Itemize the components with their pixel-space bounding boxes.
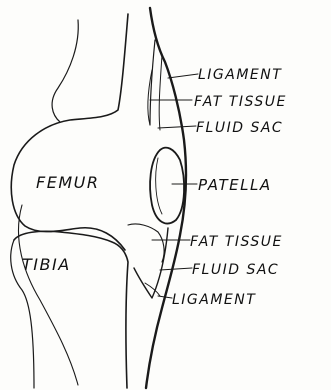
front-skin-line (146, 8, 186, 388)
ligament-top-label: LIGAMENT (198, 67, 282, 83)
fat-tissue-bottom-label: FAT TISSUE (190, 234, 283, 250)
fat-tissue-bottom-shape (128, 224, 164, 262)
ligament-bottom-label: LIGAMENT (172, 292, 256, 308)
thigh-back-outline (52, 20, 78, 122)
fluid-sac-bottom-label: FLUID SAC (192, 262, 279, 278)
fat-tissue-top-label: FAT TISSUE (194, 94, 287, 110)
femur-label: FEMUR (36, 173, 99, 192)
ligament-top-shape (150, 40, 155, 125)
tibia-label: TIBIA (22, 255, 71, 274)
patella-label: PATELLA (198, 176, 272, 194)
ligament-top-shape-inner (159, 55, 162, 130)
femur-outline (11, 14, 128, 250)
fluid-sac-top-label: FLUID SAC (196, 120, 283, 136)
patella-inner (156, 158, 162, 214)
patella-shape (150, 148, 184, 224)
